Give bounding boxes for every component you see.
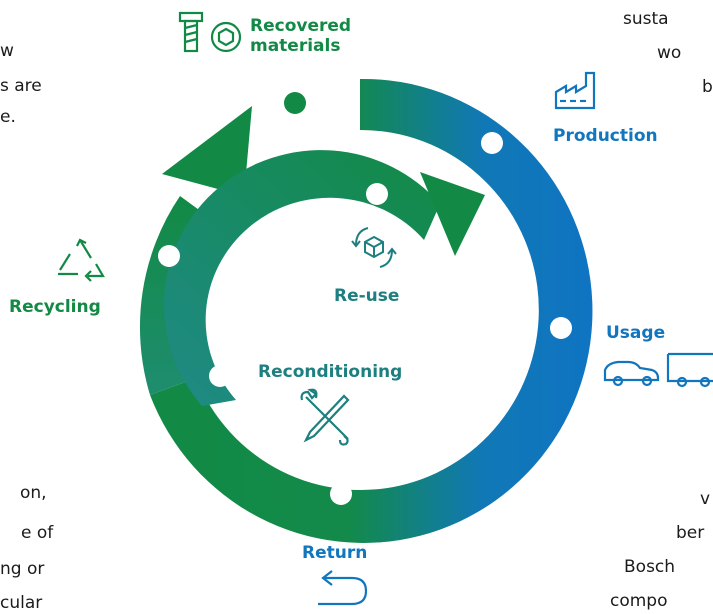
- cycle-dot: [366, 183, 388, 205]
- stage-label-usage: Usage: [606, 323, 666, 343]
- car-icon: [603, 360, 660, 387]
- inner-cycle-arc: [164, 150, 440, 406]
- partial-text-top-left-1: w: [0, 41, 14, 61]
- reuse-arrowhead: [420, 172, 485, 256]
- cycle-dot: [330, 483, 352, 505]
- partial-text-top-left-2: s are: [0, 76, 42, 96]
- partial-text-top-right-2: wo: [657, 43, 682, 63]
- stage-label-recycling: Recycling: [9, 297, 101, 317]
- start-dot: [284, 92, 306, 114]
- partial-text-top-right-3: b: [702, 77, 713, 97]
- partial-text-top-right-1: susta: [623, 9, 669, 29]
- cycle-dot: [550, 317, 572, 339]
- partial-text-bottom-right-1: v: [700, 489, 711, 509]
- cycle-dot: [209, 365, 231, 387]
- stage-label-return: Return: [302, 543, 368, 563]
- recycling-arrowhead: [162, 106, 252, 196]
- stage-label-production: Production: [553, 126, 658, 146]
- stage-label-reuse: Re-use: [334, 286, 400, 306]
- factory-icon: [554, 71, 596, 110]
- partial-text-top-left-3: e.: [0, 107, 16, 127]
- partial-text-bottom-right-2: ber: [676, 523, 705, 543]
- tools-icon: [300, 388, 350, 446]
- screw-icon: [178, 11, 204, 53]
- truck-icon: [666, 352, 713, 388]
- recycle-icon: [58, 238, 105, 282]
- stage-label-reconditioning: Reconditioning: [258, 362, 403, 382]
- cycle-dot: [158, 245, 180, 267]
- reuse-box-icon: [351, 227, 397, 268]
- partial-text-bottom-left-4: cular: [0, 593, 43, 613]
- partial-text-bottom-left-2: e of: [21, 523, 54, 543]
- cycle-dot: [481, 132, 503, 154]
- partial-text-bottom-left-1: on,: [20, 483, 47, 503]
- return-arrow-icon: [318, 570, 368, 606]
- partial-text-bottom-right-4: compo: [610, 591, 668, 611]
- partial-text-bottom-right-3: Bosch: [624, 557, 676, 577]
- stage-label-recovered-materials: Recovered materials: [250, 16, 352, 56]
- nut-icon: [210, 21, 242, 53]
- partial-text-bottom-left-3: ng or: [0, 559, 45, 579]
